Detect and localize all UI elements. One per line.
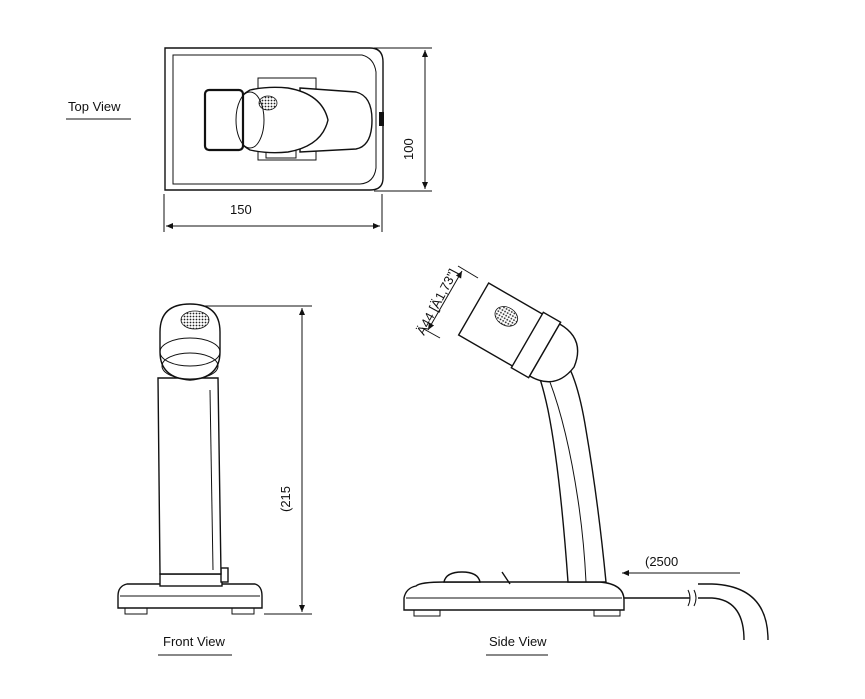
front-stand-neck xyxy=(157,377,222,575)
front-head-ring xyxy=(159,337,221,367)
top-side-button xyxy=(379,112,384,126)
front-foot-left xyxy=(124,607,148,615)
side-base xyxy=(403,581,625,611)
front-head-mesh xyxy=(180,310,210,330)
side-diameter-value: Ä44 [Ä1,73"] xyxy=(413,266,460,337)
top-base-inner xyxy=(172,54,377,185)
top-scanner-window xyxy=(203,88,245,152)
side-cable-break xyxy=(687,589,697,607)
side-diameter-ext-1 xyxy=(457,265,479,279)
side-head-mesh xyxy=(494,306,519,327)
side-foot-right xyxy=(593,609,621,617)
side-view-label: Side View xyxy=(489,634,547,649)
front-stand-shading xyxy=(209,389,214,571)
side-cable-value: (2500 xyxy=(645,554,678,569)
side-trigger-button xyxy=(443,571,481,583)
front-neck-collar xyxy=(159,573,223,587)
side-scanner-back xyxy=(528,323,579,383)
front-side-tab xyxy=(220,567,229,583)
top-base-outline xyxy=(164,47,384,191)
front-head-ring-2 xyxy=(161,352,219,380)
top-scanner-head xyxy=(231,86,329,154)
side-cable xyxy=(698,583,769,641)
top-view-label: Top View xyxy=(68,99,121,114)
front-view: (215 Front View xyxy=(117,303,312,656)
side-foot-left xyxy=(413,609,441,617)
side-diameter-dim-line xyxy=(427,270,463,331)
side-lever xyxy=(501,571,511,585)
side-diameter-ext-2 xyxy=(421,327,441,339)
front-height-value: (215 xyxy=(278,486,293,512)
side-gooseneck-shading xyxy=(545,371,587,583)
side-gooseneck xyxy=(535,356,607,583)
front-foot-right xyxy=(231,607,255,615)
top-scanner-mesh xyxy=(258,95,278,111)
top-depth-value: 100 xyxy=(401,138,416,160)
side-view: Ä44 [Ä1,73"] (2500 Side View xyxy=(403,265,769,656)
top-width-value: 150 xyxy=(230,202,252,217)
front-view-label: Front View xyxy=(163,634,226,649)
top-scanner-ring xyxy=(235,91,265,149)
top-view: Top View 150 100 xyxy=(66,47,432,232)
